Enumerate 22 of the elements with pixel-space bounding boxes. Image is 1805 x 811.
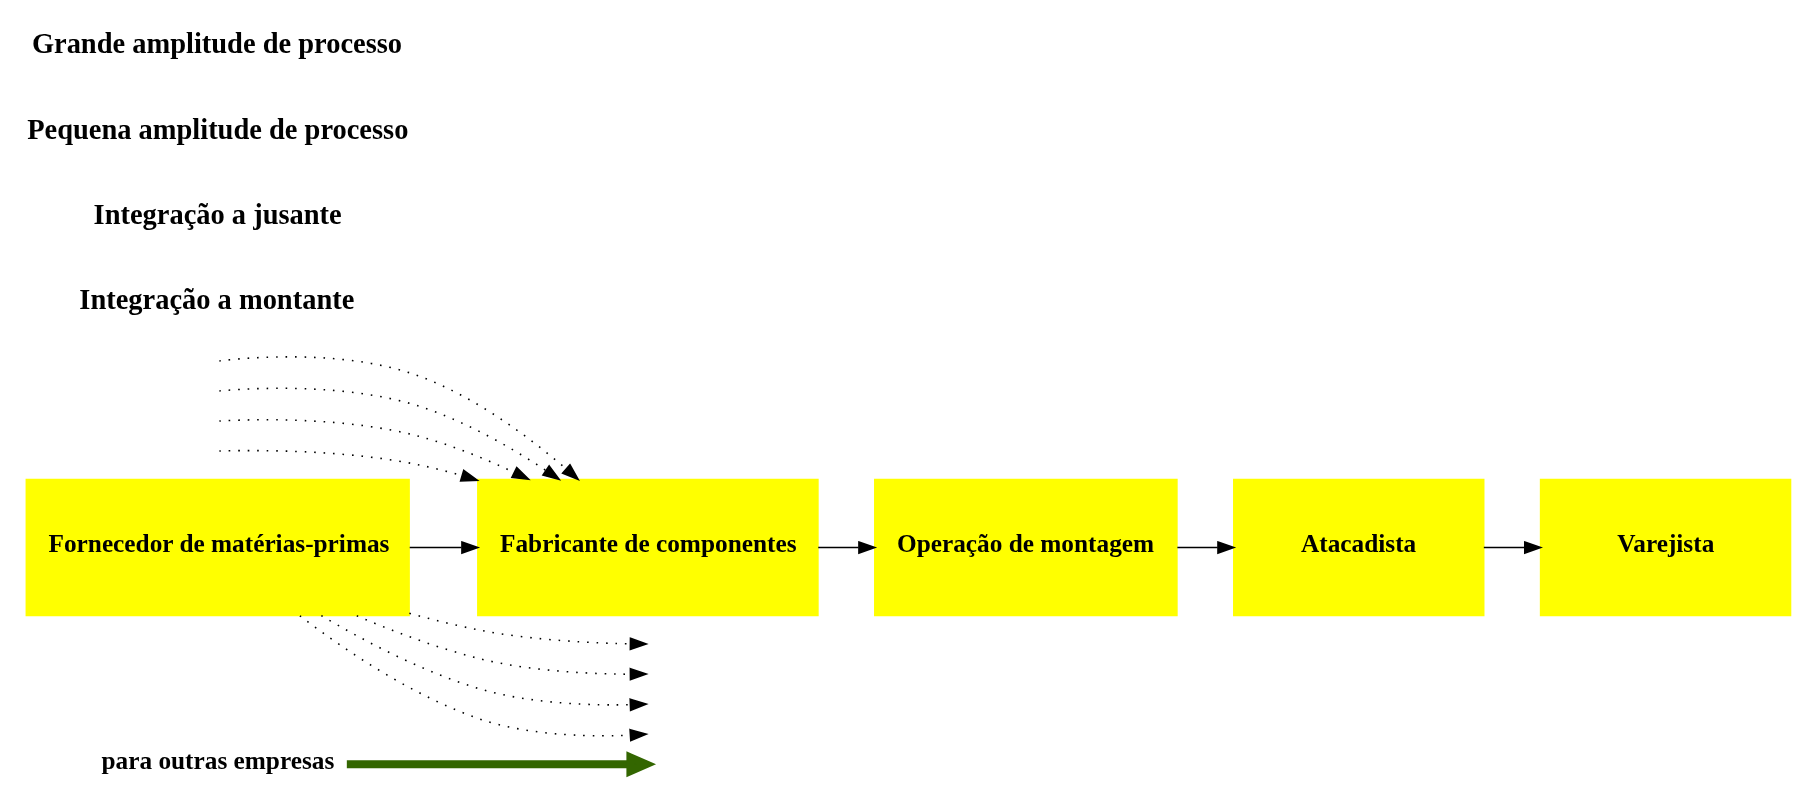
arrow [408, 612, 649, 650]
label: Integração a montante [79, 283, 355, 315]
label: Grande amplitude de processo [31, 27, 403, 59]
arrow [218, 418, 531, 480]
arrow [320, 614, 649, 711]
node-box: Varejista [1539, 478, 1792, 616]
arrow [355, 614, 649, 681]
arrow [817, 540, 878, 554]
label: Integração a jusante [93, 198, 342, 230]
arrow [218, 449, 480, 482]
node-box: Operação de montagem [874, 478, 1178, 616]
arrow [299, 614, 649, 742]
node-box: Fornecedor de matérias-primas [25, 478, 410, 616]
arrow [218, 355, 580, 481]
arrow [218, 387, 562, 481]
arrow [408, 540, 481, 554]
node-text: para outras empresas [101, 745, 335, 774]
node-box: Fabricante de componentes [477, 478, 819, 616]
arrow [1176, 540, 1237, 554]
label: Pequena amplitude de processo [27, 113, 409, 145]
arrow [1483, 540, 1543, 554]
node-box: Atacadista [1233, 478, 1485, 616]
